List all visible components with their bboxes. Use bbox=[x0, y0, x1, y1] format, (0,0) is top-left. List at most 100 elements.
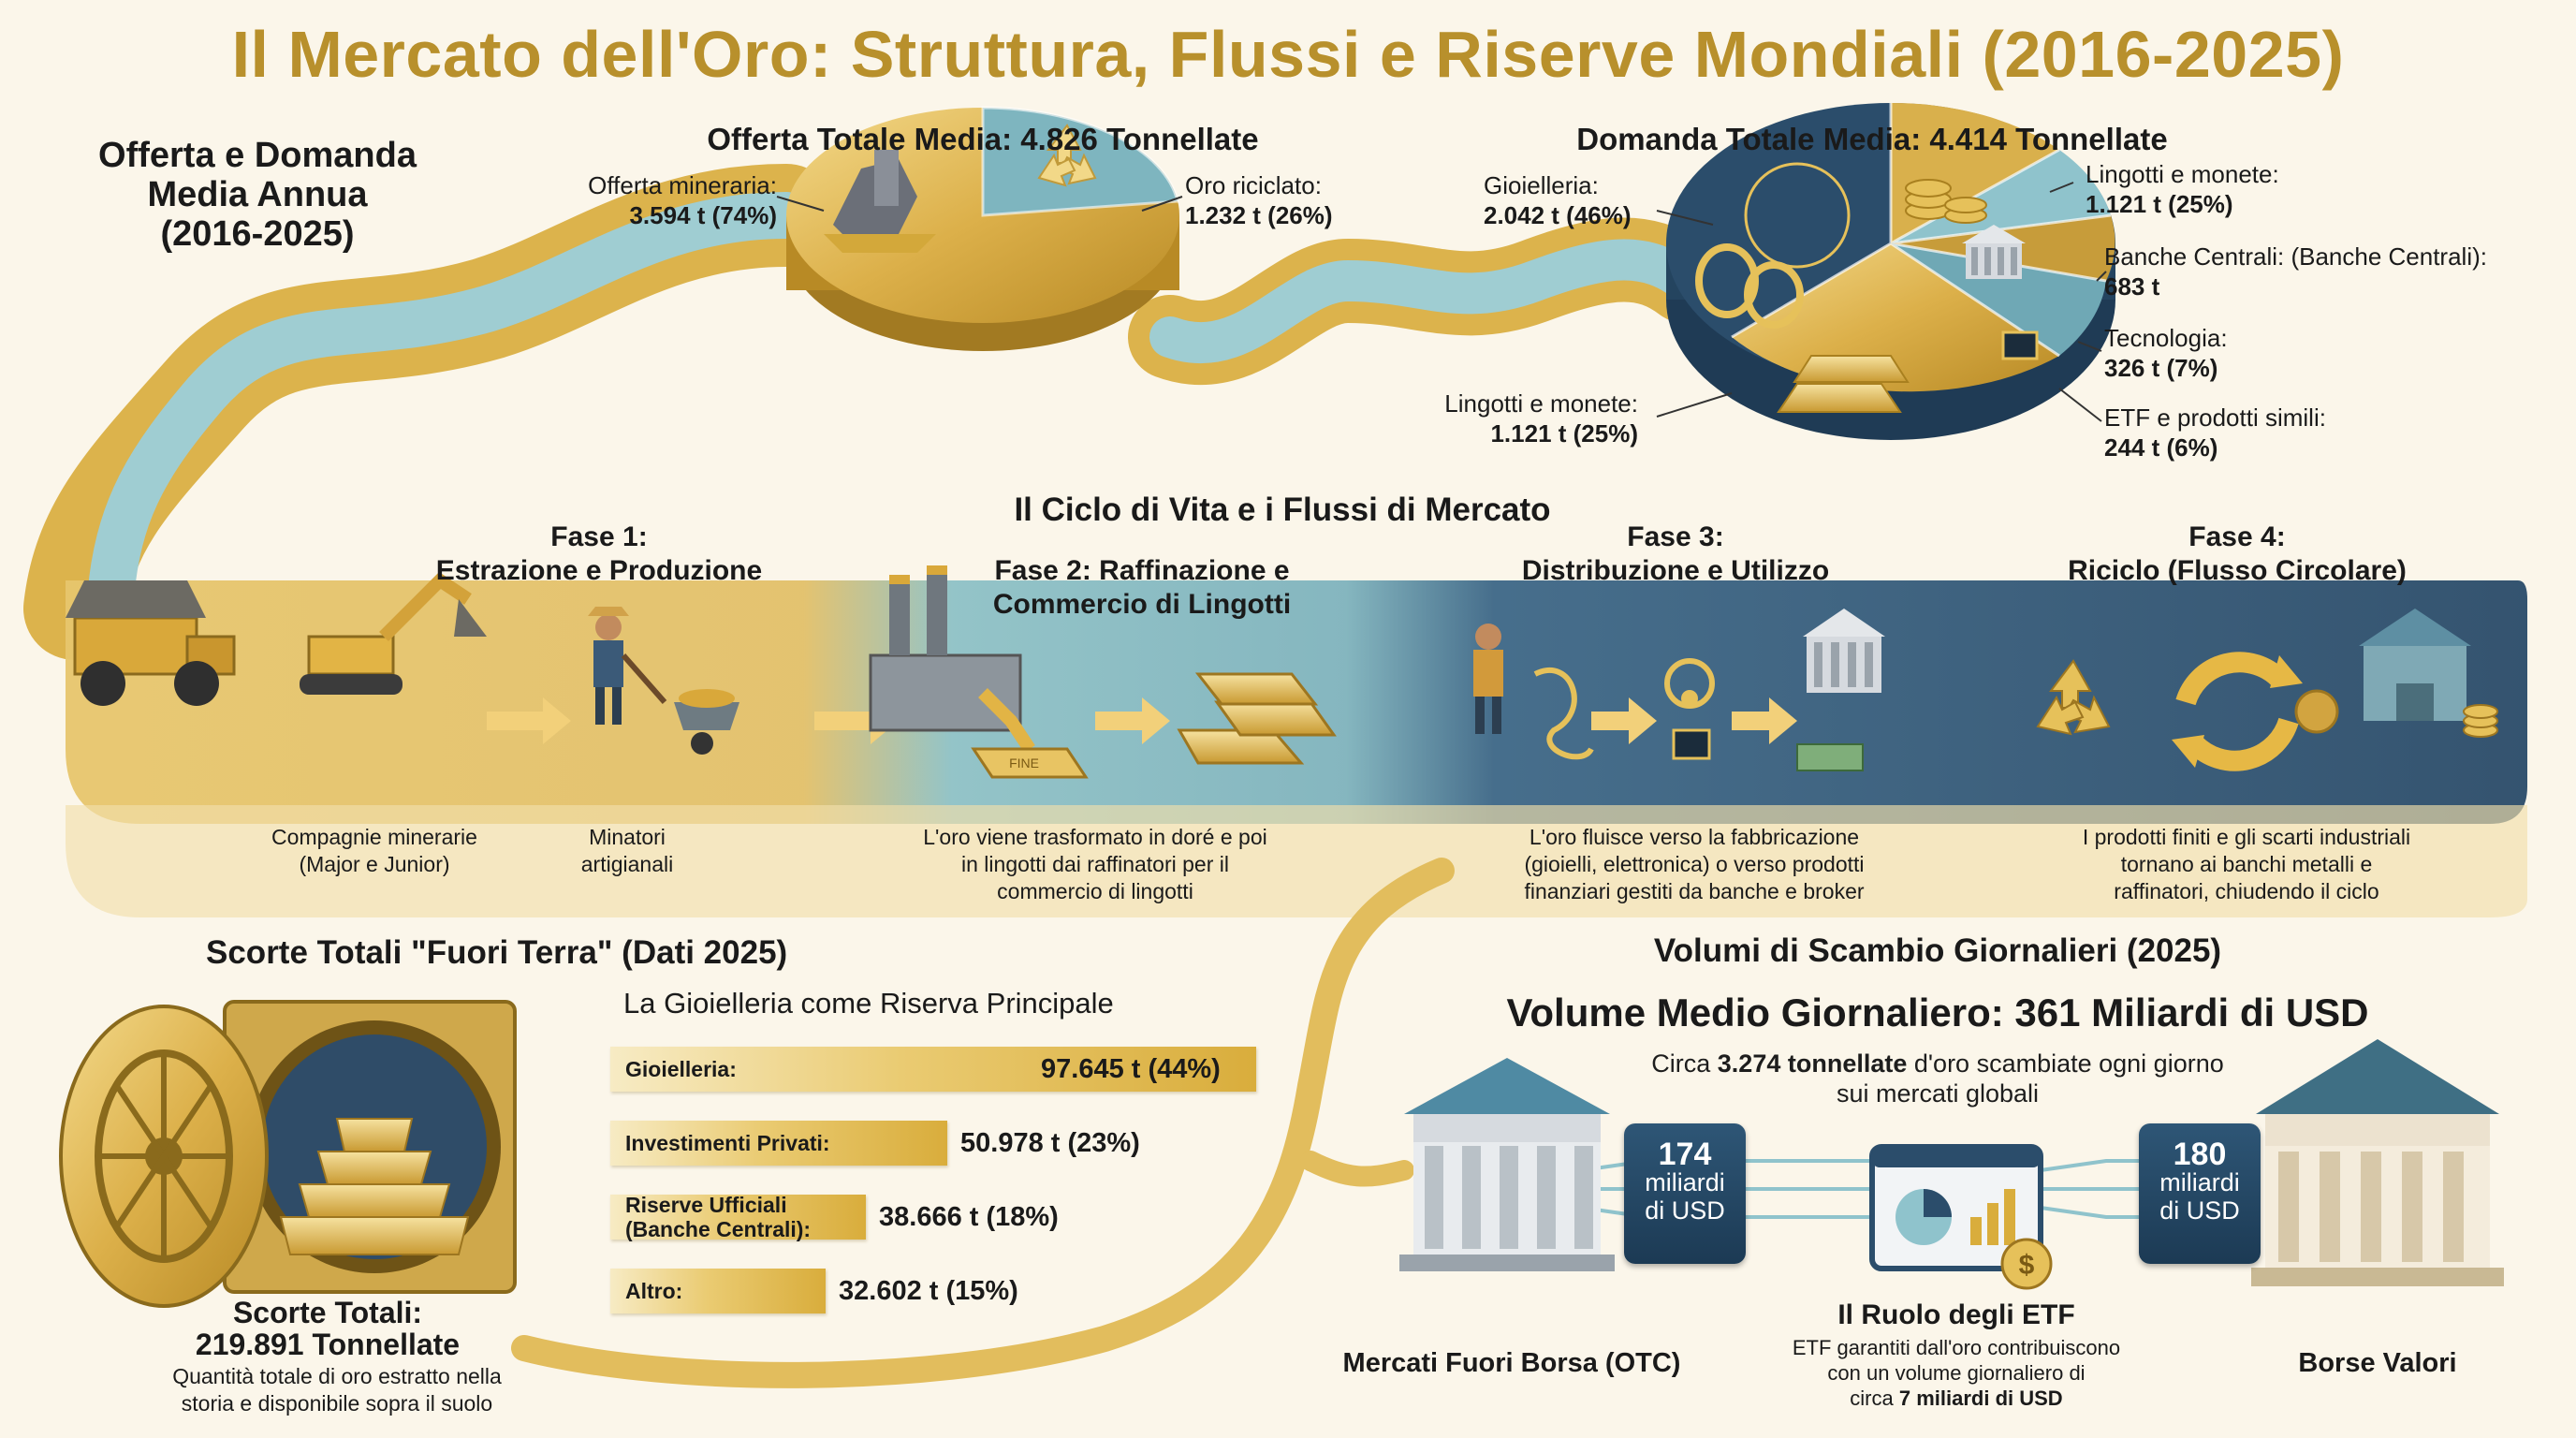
exchange-volume-box: 180 miliardi di USD bbox=[2139, 1123, 2261, 1264]
phase1-line1: Fase 1: bbox=[550, 521, 648, 552]
circular-arrows-icon bbox=[2175, 652, 2299, 771]
demand-bars-left-block: Lingotti e monete: 1.121 t (25%) bbox=[1339, 389, 1638, 448]
supply-recycled-value: 1.232 t (26%) bbox=[1185, 201, 1333, 229]
vault-icon bbox=[59, 1000, 517, 1308]
necklace-icon bbox=[1744, 162, 1851, 269]
annual-heading-line2: Media Annua bbox=[147, 175, 368, 214]
flow-arrow bbox=[1732, 697, 1797, 744]
wheelbarrow-icon bbox=[674, 689, 739, 755]
recycling-line2: tornano ai banchi metalli e bbox=[2120, 852, 2373, 876]
phase1-line2: Estrazione e Produzione bbox=[435, 555, 763, 586]
teal-river-left bbox=[89, 192, 810, 604]
stocks-desc: Quantità totale di oro estratto nella st… bbox=[150, 1363, 524, 1417]
gold-bullion-icon bbox=[1177, 672, 1337, 765]
stock-bar-label: Gioielleria: bbox=[625, 1057, 737, 1081]
volumes-subtitle-line2: sui mercati globali bbox=[1836, 1079, 2040, 1108]
refining-caption: L'oro viene trasformato in doré e poi in… bbox=[871, 824, 1320, 905]
dollar-coin-icon: $ bbox=[2000, 1238, 2053, 1290]
demand-etf-label: ETF e prodotti simili: bbox=[2104, 404, 2326, 432]
stock-bar-label: Investimenti Privati: bbox=[625, 1131, 830, 1155]
supply-mining-label: Offerta mineraria: bbox=[588, 171, 777, 199]
supply-recycled-block: Oro riciclato: 1.232 t (26%) bbox=[1185, 170, 1428, 230]
stocks-total-block: Scorte Totali: 219.891 Tonnellate bbox=[140, 1297, 515, 1360]
stock-bar-value: 32.602 t (15%) bbox=[839, 1276, 1018, 1306]
exchange-label: Borse Valori bbox=[2298, 1348, 2457, 1378]
stock-bar bbox=[610, 1269, 826, 1313]
stock-bar-value: 50.978 t (23%) bbox=[960, 1128, 1140, 1158]
chip-icon bbox=[2001, 330, 2039, 360]
supply-title: Offerta Totale Media: 4.826 Tonnellate bbox=[707, 122, 1259, 156]
lifecycle-title: Il Ciclo di Vita e i Flussi di Mercato bbox=[1014, 492, 1551, 528]
recycling-caption: I prodotti finiti e gli scarti industria… bbox=[2022, 824, 2471, 905]
stock-bar-value: 97.645 t (44%) bbox=[1041, 1054, 1221, 1084]
gold-river-bottom-right bbox=[1300, 1151, 1414, 1187]
artisanal-line2: artigianali bbox=[580, 852, 674, 876]
exchange-volume-unit1: miliardi bbox=[2159, 1168, 2240, 1196]
otc-label: Mercati Fuori Borsa (OTC) bbox=[1342, 1348, 1681, 1378]
otc-volume-number: 174 bbox=[1658, 1137, 1712, 1172]
recycle-phase4-icon bbox=[2036, 659, 2111, 736]
phase1-heading: Fase 1: Estrazione e Produzione bbox=[374, 521, 824, 588]
volumes-subtitle: Circa 3.274 tonnellate d'oro scambiate o… bbox=[1573, 1049, 2303, 1108]
volumes-sub-pre: Circa bbox=[1651, 1049, 1718, 1078]
exchange-volume-unit2: di USD bbox=[2159, 1196, 2240, 1225]
stock-bar bbox=[610, 1195, 866, 1240]
stock-bar-row: Investimenti Privati: 50.978 t (23%) bbox=[610, 1121, 1247, 1166]
stock-bar-row: Gioielleria: 97.645 t (44%) bbox=[610, 1047, 1556, 1092]
stock-bar-value: 38.666 t (18%) bbox=[879, 1202, 1059, 1232]
dore-bar-icon: FINE bbox=[971, 747, 1089, 779]
stocks-total-line1: Scorte Totali: bbox=[232, 1296, 423, 1329]
flow-arrow bbox=[1591, 697, 1657, 744]
annual-heading-line3: (2016-2025) bbox=[160, 214, 355, 254]
artisanal-line1: Minatori bbox=[589, 825, 666, 849]
etf-role-line1: ETF garantiti dall'oro contribuiscono bbox=[1792, 1336, 2121, 1359]
lifecycle-band-shadow bbox=[66, 805, 2527, 917]
demand-central-value: 683 t bbox=[2104, 272, 2160, 301]
phase4-line1: Fase 4: bbox=[2188, 521, 2286, 552]
stock-bar bbox=[610, 1121, 947, 1166]
volumes-sub-post: d'oro scambiate ogni giorno bbox=[1907, 1049, 2224, 1078]
page-title: Il Mercato dell'Oro: Struttura, Flussi e… bbox=[231, 18, 2345, 91]
demand-etf-value: 244 t (6%) bbox=[2104, 433, 2218, 462]
otc-volume-unit1: miliardi bbox=[1645, 1168, 1725, 1196]
recycle-icon bbox=[1037, 124, 1097, 187]
bank-icon bbox=[1803, 609, 1885, 693]
supply-pie-chart bbox=[786, 106, 1179, 351]
stock-bar-label: Altro: bbox=[625, 1279, 683, 1303]
supply-recycled-label: Oro riciclato: bbox=[1185, 171, 1322, 199]
refinery-icon bbox=[869, 565, 1035, 753]
demand-jewelry-value: 2.042 t (46%) bbox=[1484, 201, 1632, 229]
etf-role-bold: 7 miliardi di USD bbox=[1898, 1387, 2063, 1410]
pendant-icon bbox=[1664, 658, 1715, 709]
refining-line3: commercio di lingotti bbox=[997, 879, 1193, 903]
supply-mining-value: 3.594 t (74%) bbox=[629, 201, 777, 229]
excavator-icon bbox=[300, 571, 487, 695]
gold-river-bottom bbox=[511, 858, 1455, 1388]
refining-line2: in lingotti dai raffinatori per il bbox=[961, 852, 1229, 876]
coin-stack-icon bbox=[1905, 179, 1987, 224]
gear-icon bbox=[2294, 689, 2339, 734]
otc-volume-unit2: di USD bbox=[1645, 1196, 1725, 1225]
river-supply-demand-water bbox=[1149, 239, 1705, 364]
stock-bar bbox=[610, 1047, 1256, 1092]
volumes-subtitle-line1: Circa 3.274 tonnellate d'oro scambiate o… bbox=[1573, 1049, 2303, 1078]
supply-mining-block: Offerta mineraria: 3.594 t (74%) bbox=[477, 170, 777, 230]
stocks-subtitle: La Gioielleria come Riserva Principale bbox=[623, 987, 1114, 1020]
demand-bars-left-value: 1.121 t (25%) bbox=[1490, 419, 1638, 448]
recycling-line3: raffinatori, chiudendo il ciclo bbox=[2114, 879, 2379, 903]
flow-arrow bbox=[1095, 697, 1170, 744]
mine-icon bbox=[824, 150, 936, 253]
phase2-line1: Fase 2: Raffinazione e bbox=[994, 555, 1290, 586]
etf-role-pre: circa bbox=[1850, 1387, 1899, 1410]
stocks-title: Scorte Totali "Fuori Terra" (Dati 2025) bbox=[206, 934, 788, 971]
ring-icon bbox=[1695, 243, 1804, 329]
artisanal-caption: Minatori artigianali bbox=[534, 824, 721, 878]
etf-dashboard-icon bbox=[1869, 1144, 2043, 1271]
demand-central-block: Banche Centrali: (Banche Centrali): 683 … bbox=[2104, 242, 2554, 301]
distribution-line2: (gioielli, elettronica) o verso prodotti bbox=[1524, 852, 1865, 876]
stock-bar-row: Altro: 32.602 t (15%) bbox=[610, 1269, 1125, 1313]
volumes-headline: Volume Medio Giornaliero: 361 Miliardi d… bbox=[1506, 990, 2369, 1034]
cash-icon bbox=[1796, 743, 1864, 771]
demand-bars-top-label: Lingotti e monete: bbox=[2086, 160, 2279, 188]
